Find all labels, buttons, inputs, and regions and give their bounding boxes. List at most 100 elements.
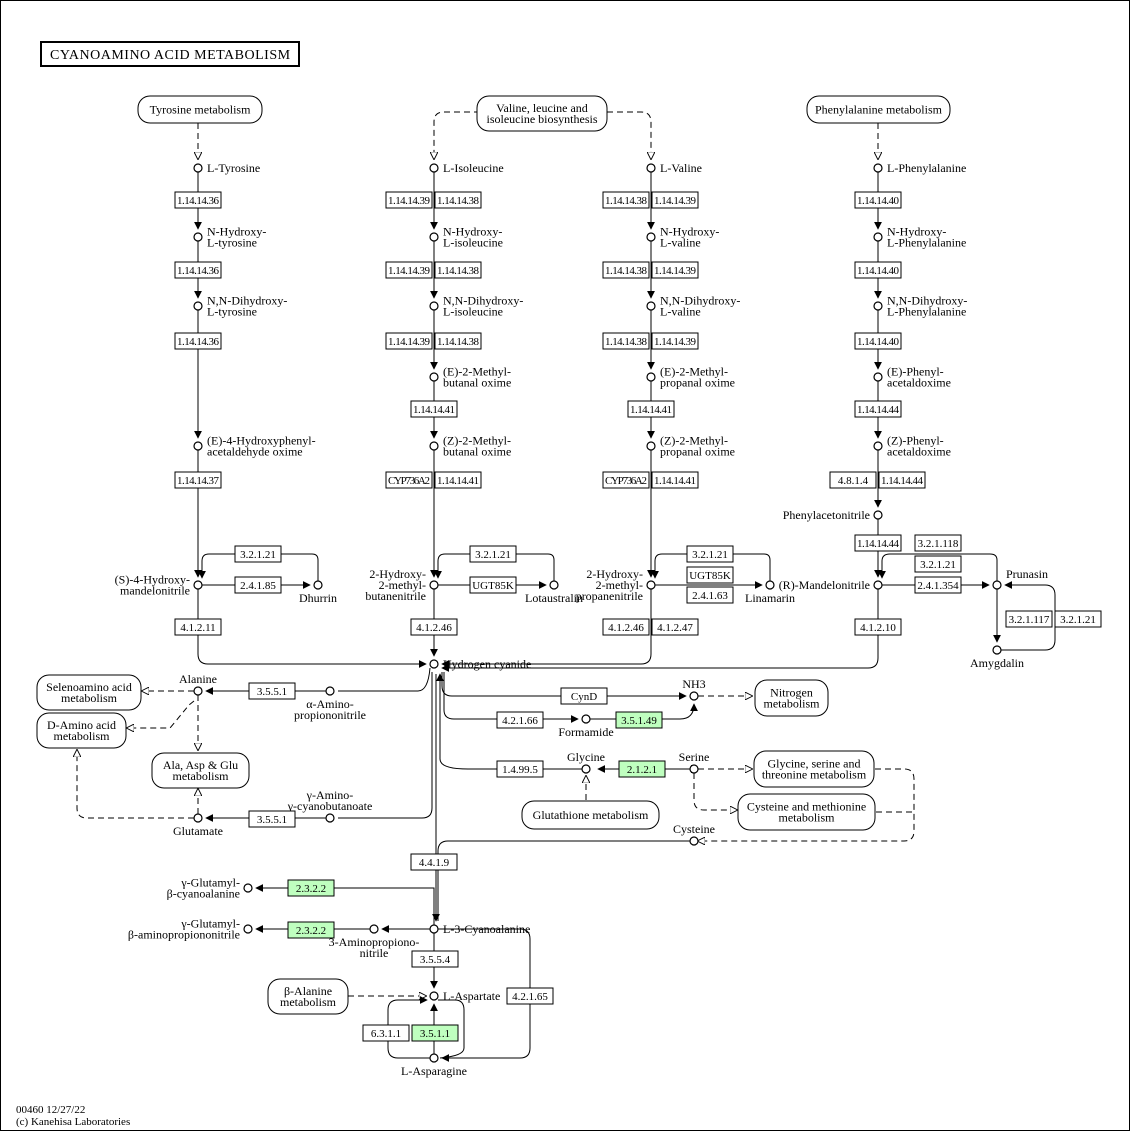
enzyme-e51[interactable]: 3.5.1.49 bbox=[615, 711, 663, 729]
enzyme-box[interactable] bbox=[434, 332, 482, 350]
enzyme-box[interactable] bbox=[234, 545, 282, 563]
compound-node[interactable] bbox=[646, 301, 656, 311]
enzyme-e28[interactable]: 1.14.14.41 bbox=[651, 471, 699, 489]
enzyme-e42[interactable]: 3.2.1.21 bbox=[914, 555, 962, 573]
enzyme-e6[interactable]: 2.4.1.85 bbox=[234, 576, 282, 594]
enzyme-e34[interactable]: 1.14.14.40 bbox=[854, 191, 902, 209]
compound-c26[interactable]: Phenylacetonitrile bbox=[783, 508, 883, 522]
enzyme-e2[interactable]: 1.14.14.36 bbox=[174, 261, 222, 279]
enzyme-e50[interactable]: 4.2.1.66 bbox=[496, 711, 544, 729]
pathway-map-box[interactable] bbox=[521, 800, 660, 830]
compound-node[interactable] bbox=[689, 764, 699, 774]
enzyme-box[interactable] bbox=[385, 471, 433, 489]
enzyme-box[interactable] bbox=[686, 545, 734, 563]
compound-c31[interactable]: Alanine bbox=[179, 672, 217, 696]
pathway-map-box[interactable] bbox=[151, 752, 250, 789]
compound-node[interactable] bbox=[193, 163, 203, 173]
enzyme-box[interactable] bbox=[287, 879, 335, 897]
compound-c3[interactable]: N,N-Dihydroxy-L-tyrosine bbox=[193, 294, 287, 319]
compound-node[interactable] bbox=[429, 1053, 439, 1063]
enzyme-e33[interactable]: 4.1.2.47 bbox=[651, 618, 699, 636]
enzyme-box[interactable] bbox=[174, 332, 222, 350]
enzyme-e19[interactable]: 4.1.2.46 bbox=[410, 618, 458, 636]
enzyme-box[interactable] bbox=[174, 191, 222, 209]
pathway-map-m_tyr[interactable]: Tyrosine metabolism bbox=[137, 95, 263, 124]
enzyme-e30[interactable]: UGT85K bbox=[686, 566, 734, 584]
compound-c24[interactable]: (E)-Phenyl-acetaldoxime bbox=[873, 365, 951, 390]
enzyme-e57[interactable]: 3.5.5.4 bbox=[411, 950, 459, 968]
enzyme-box[interactable] bbox=[627, 400, 675, 418]
compound-c44[interactable]: L-Aspartate bbox=[429, 989, 500, 1003]
pathway-map-box[interactable] bbox=[36, 712, 127, 749]
enzyme-e46[interactable]: 4.1.2.10 bbox=[854, 618, 902, 636]
compound-node[interactable] bbox=[429, 301, 439, 311]
enzyme-box[interactable] bbox=[914, 576, 962, 594]
enzyme-box[interactable] bbox=[385, 332, 433, 350]
compound-node[interactable] bbox=[689, 691, 699, 701]
enzyme-box[interactable] bbox=[411, 950, 459, 968]
compound-c21[interactable]: L-Phenylalanine bbox=[873, 161, 966, 175]
enzyme-box[interactable] bbox=[248, 682, 296, 700]
enzyme-e60[interactable]: 3.5.1.1 bbox=[411, 1024, 459, 1042]
enzyme-box[interactable] bbox=[410, 853, 458, 871]
enzyme-box[interactable] bbox=[602, 471, 650, 489]
compound-node[interactable] bbox=[429, 924, 439, 934]
enzyme-e26[interactable]: 1.14.14.41 bbox=[627, 400, 675, 418]
compound-c22[interactable]: N-Hydroxy-L-Phenylalanine bbox=[873, 225, 966, 250]
enzyme-e20[interactable]: 1.14.14.38 bbox=[602, 191, 650, 209]
compound-c25[interactable]: (Z)-Phenyl-acetaldoxime bbox=[873, 434, 951, 459]
enzyme-e27[interactable]: CYP736A2 bbox=[602, 471, 650, 489]
enzyme-box[interactable] bbox=[469, 576, 517, 594]
compound-node[interactable] bbox=[243, 883, 253, 893]
enzyme-e14[interactable]: 1.14.14.41 bbox=[410, 400, 458, 418]
pathway-map-box[interactable] bbox=[476, 95, 608, 132]
compound-c29[interactable]: Amygdalin bbox=[970, 645, 1024, 670]
compound-node[interactable] bbox=[581, 764, 591, 774]
enzyme-box[interactable] bbox=[615, 711, 663, 729]
enzyme-box[interactable] bbox=[914, 534, 962, 552]
compound-node[interactable] bbox=[873, 510, 883, 520]
compound-c33[interactable]: Glutamate bbox=[173, 813, 223, 838]
enzyme-e11[interactable]: 1.14.14.38 bbox=[434, 261, 482, 279]
compound-node[interactable] bbox=[193, 580, 203, 590]
enzyme-e21[interactable]: 1.14.14.39 bbox=[651, 191, 699, 209]
enzyme-e48[interactable]: 3.5.5.1 bbox=[248, 810, 296, 828]
compound-node[interactable] bbox=[992, 645, 1002, 655]
compound-node[interactable] bbox=[313, 580, 323, 590]
enzyme-e43[interactable]: 2.4.1.354 bbox=[914, 576, 962, 594]
enzyme-e40[interactable]: 1.14.14.44 bbox=[854, 534, 902, 552]
enzyme-e23[interactable]: 1.14.14.39 bbox=[651, 261, 699, 279]
enzyme-e3[interactable]: 1.14.14.36 bbox=[174, 332, 222, 350]
compound-node[interactable] bbox=[429, 580, 439, 590]
compound-node[interactable] bbox=[193, 813, 203, 823]
enzyme-e47[interactable]: 3.5.5.1 bbox=[248, 682, 296, 700]
compound-node[interactable] bbox=[646, 441, 656, 451]
compound-node[interactable] bbox=[646, 163, 656, 173]
compound-node[interactable] bbox=[193, 686, 203, 696]
compound-node[interactable] bbox=[193, 301, 203, 311]
enzyme-e53[interactable]: 2.1.2.1 bbox=[618, 760, 666, 778]
compound-c5[interactable]: (S)-4-Hydroxy-mandelonitrile bbox=[115, 573, 203, 598]
compound-c37[interactable]: Glycine bbox=[567, 750, 605, 774]
compound-node[interactable] bbox=[581, 714, 591, 724]
enzyme-box[interactable] bbox=[469, 545, 517, 563]
enzyme-e58[interactable]: 4.2.1.65 bbox=[506, 987, 554, 1005]
enzyme-e35[interactable]: 1.14.14.40 bbox=[854, 261, 902, 279]
enzyme-box[interactable] bbox=[560, 687, 608, 705]
compound-c45[interactable]: L-Asparagine bbox=[401, 1053, 467, 1078]
enzyme-e22[interactable]: 1.14.14.38 bbox=[602, 261, 650, 279]
compound-c8[interactable]: N-Hydroxy-L-isoleucine bbox=[429, 225, 503, 250]
enzyme-box[interactable] bbox=[287, 921, 335, 939]
pathway-map-m_phe[interactable]: Phenylalanine metabolism bbox=[806, 95, 951, 124]
enzyme-box[interactable] bbox=[602, 618, 650, 636]
enzyme-e56[interactable]: 2.3.2.2 bbox=[287, 921, 335, 939]
compound-node[interactable] bbox=[429, 232, 439, 242]
enzyme-box[interactable] bbox=[651, 261, 699, 279]
enzyme-box[interactable] bbox=[602, 191, 650, 209]
enzyme-e17[interactable]: 3.2.1.21 bbox=[469, 545, 517, 563]
enzyme-e1[interactable]: 1.14.14.36 bbox=[174, 191, 222, 209]
